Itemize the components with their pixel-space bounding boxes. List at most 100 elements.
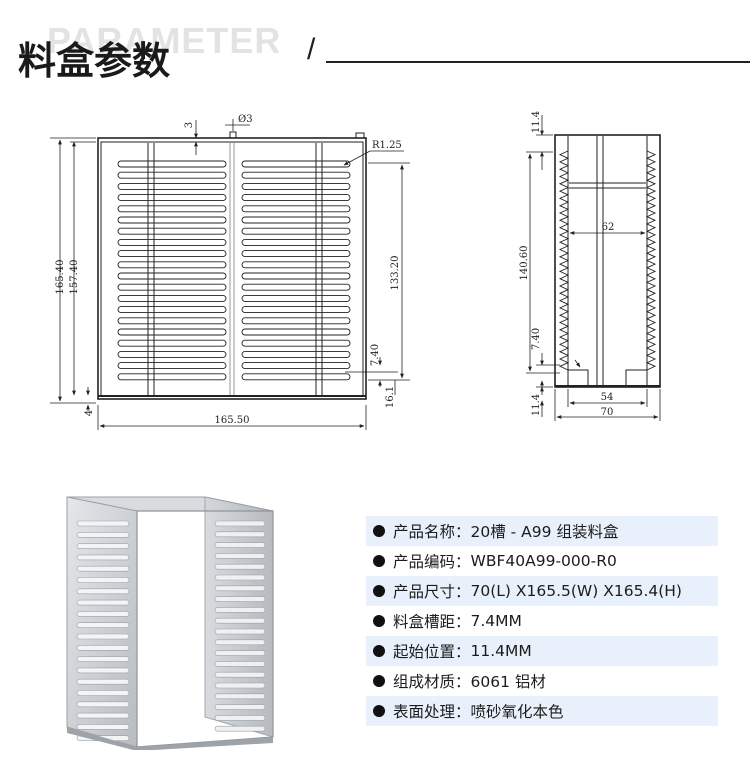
photo-slot-right: [214, 682, 266, 689]
front-slot-left: [117, 194, 227, 202]
photo-slot-left: [76, 633, 130, 640]
side-dim-pitch: 7.40: [531, 328, 542, 350]
front-slot-left: [117, 294, 227, 302]
side-dim-width: 70: [601, 407, 614, 418]
front-slot-right: [241, 238, 351, 246]
front-slot-left: [117, 238, 227, 246]
photo-slot-right: [214, 650, 266, 656]
photo-slot-right: [214, 704, 266, 710]
photo-slot-right: [214, 715, 266, 721]
photo-slot-right: [214, 563, 266, 570]
front-slot-right: [241, 294, 351, 302]
front-slot-right: [241, 317, 351, 325]
front-slot-right: [241, 306, 351, 314]
front-slot-right: [241, 283, 351, 291]
front-slot-left: [117, 272, 227, 280]
side-dim-base-width: 54: [601, 392, 614, 403]
spec-label: 组成材质：: [393, 673, 471, 691]
page-title: 料盒参数: [18, 39, 171, 83]
photo-slot-right: [214, 693, 266, 700]
front-slot-left: [117, 261, 227, 269]
front-slot-left: [117, 171, 227, 179]
front-slot-right: [241, 328, 351, 336]
front-slot-left: [117, 227, 227, 235]
side-dim-top-offset: 11.4: [531, 111, 542, 133]
photo-slot-right: [214, 639, 266, 646]
title-slash: /: [307, 33, 316, 66]
header-background-word: PARAMETER: [47, 20, 282, 61]
photo-slot-left: [76, 565, 130, 572]
photo-slot-left: [76, 645, 130, 651]
spec-value: 7.4MM: [470, 612, 522, 630]
photo-slot-left: [76, 611, 130, 617]
photo-slot-right: [214, 617, 266, 624]
bullet-icon: [373, 645, 385, 657]
spec-row-material: 组成材质： 6061 铝材: [366, 666, 718, 696]
front-slot-right: [241, 216, 351, 224]
photo-slot-right: [214, 725, 266, 732]
spec-row-finish: 表面处理： 喷砂氧化本色: [366, 696, 718, 726]
photo-slot-left: [76, 678, 130, 685]
front-slot-left: [117, 339, 227, 347]
spec-label: 料盒槽距：: [393, 613, 471, 631]
dim-pitch: 7.40: [370, 344, 381, 366]
spec-row-code: 产品编码： WBF40A99-000-R0: [366, 546, 718, 576]
bullet-icon: [373, 705, 385, 717]
front-slot-left: [117, 362, 227, 370]
product-photo: [66, 496, 274, 750]
front-slot-left: [117, 205, 227, 213]
title-underline: [326, 61, 750, 63]
front-slot-left: [117, 317, 227, 325]
photo-slot-right: [214, 520, 266, 527]
bullet-icon: [373, 675, 385, 687]
spec-row-name: 产品名称： 20槽 - A99 组装料盒: [366, 516, 718, 546]
photo-slot-right: [214, 661, 266, 667]
bullet-icon: [373, 525, 385, 537]
front-slot-right: [241, 227, 351, 235]
spec-list: 产品名称： 20槽 - A99 组装料盒 产品编码： WBF40A99-000-…: [366, 516, 718, 726]
spec-value: 70(L) X165.5(W) X165.4(H): [470, 582, 682, 600]
front-dimensions: [50, 119, 410, 430]
photo-slot-left: [76, 520, 130, 527]
dim-radius: R1.25: [372, 140, 402, 151]
front-slot-right: [241, 362, 351, 370]
photo-slot-right: [214, 553, 266, 559]
photo-slot-left: [76, 554, 130, 561]
photo-slot-right: [214, 585, 266, 592]
front-slot-right: [241, 373, 351, 381]
spec-value: 20槽 - A99 组装料盒: [470, 523, 619, 541]
front-dimension-labels: 165.40 157.40 4 165.50 133.20 7.40 16.1 …: [55, 114, 402, 426]
photo-slot-left: [76, 667, 130, 674]
photo-slot-left: [76, 622, 130, 628]
side-view: [554, 134, 661, 388]
spec-row-start: 起始位置： 11.4MM: [366, 636, 718, 666]
spec-value: 喷砂氧化本色: [470, 703, 564, 721]
photo-slot-right: [214, 531, 266, 538]
spec-label: 产品尺寸：: [393, 583, 471, 601]
spec-row-size: 产品尺寸： 70(L) X165.5(W) X165.4(H): [366, 576, 718, 606]
front-slot-left: [117, 250, 227, 258]
dim-inner-height: 157.40: [69, 260, 80, 295]
side-dim-inner-width: 62: [602, 222, 615, 233]
spec-value: 11.4MM: [470, 642, 532, 660]
front-slot-left: [117, 350, 227, 358]
photo-slot-right: [214, 542, 266, 548]
dim-hole: Ø3: [238, 114, 253, 125]
side-teeth-left: [558, 150, 570, 371]
dim-slot-span: 133.20: [390, 256, 401, 291]
front-slot-right: [241, 194, 351, 202]
spec-label: 产品名称：: [393, 523, 471, 541]
side-dim-slot-span: 140.60: [519, 246, 530, 281]
spec-value: WBF40A99-000-R0: [470, 552, 617, 570]
front-slot-right: [241, 171, 351, 179]
dim-top-offset: 3: [184, 122, 195, 128]
photo-slot-right: [214, 671, 266, 678]
side-dimensions: [526, 115, 661, 421]
technical-drawing: 165.40 157.40 4 165.50 133.20 7.40 16.1 …: [50, 111, 661, 430]
front-slot-right: [241, 182, 351, 190]
bullet-icon: [373, 585, 385, 597]
front-slot-left: [117, 373, 227, 381]
spec-value: 6061 铝材: [470, 673, 546, 691]
photo-slot-left: [76, 543, 130, 549]
front-slot-right: [241, 272, 351, 280]
